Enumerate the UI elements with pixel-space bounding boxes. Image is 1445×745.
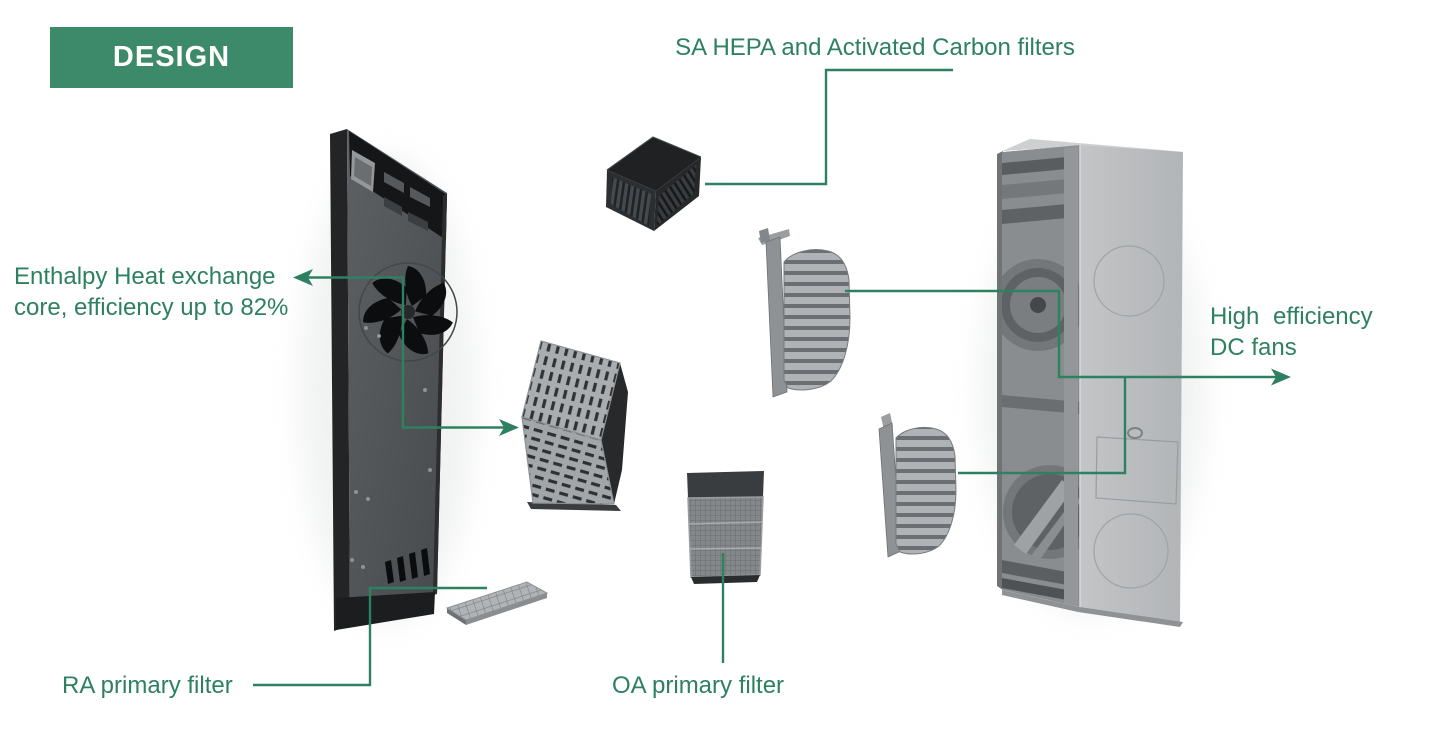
label-dc-fans-line1: High efficiency <box>1210 303 1373 330</box>
ra-primary-filter-illustration <box>445 581 549 625</box>
leader-enthalpy-core <box>293 269 519 436</box>
housing-knockout-top <box>1093 245 1165 317</box>
core-base-shadow <box>527 502 621 511</box>
core-front-face <box>522 417 614 504</box>
housing-left-wall <box>997 151 1003 590</box>
housing-panel-latch <box>1127 427 1143 439</box>
back-panel-illustration <box>330 129 458 631</box>
oa-filter-base <box>691 575 760 584</box>
label-dc-fans: High efficiency DC fans <box>1210 301 1373 363</box>
label-sa-hepa-carbon-filters: SA HEPA and Activated Carbon filters <box>675 34 1075 61</box>
leader-ra-filter <box>253 586 487 687</box>
housing-interior <box>1002 145 1080 607</box>
ra-filter-edge-front <box>466 593 547 625</box>
core-side-face <box>601 363 628 504</box>
design-badge: DESIGN <box>50 27 293 88</box>
oa-filter-frame-lines <box>688 521 763 550</box>
core-top-face <box>522 341 620 440</box>
leader-dc-fans <box>845 289 1291 475</box>
arrowhead-dc-fans <box>1271 368 1291 386</box>
oa-primary-filter-illustration <box>687 471 764 584</box>
fan-top-bracket-tab <box>759 228 770 243</box>
fan-bottom-impeller <box>895 426 957 555</box>
hepa-pleated-media-right <box>657 165 696 226</box>
fan-top-plate <box>765 236 788 398</box>
hepa-carbon-filter-illustration <box>606 136 702 231</box>
panel-handle-inner <box>354 157 372 186</box>
design-badge-label: DESIGN <box>112 41 231 73</box>
main-unit-housing-illustration <box>997 139 1186 627</box>
panel-bottom-vents <box>385 548 430 584</box>
hepa-box-top-face <box>607 137 701 191</box>
exhaust-fan-illustration <box>878 413 957 558</box>
housing-bottom-edge <box>1002 590 1183 627</box>
housing-top-face <box>1002 139 1186 152</box>
heat-exchange-core-illustration <box>521 340 628 511</box>
arrowhead-to-core <box>499 419 519 436</box>
housing-knockout-bottom <box>1093 513 1169 589</box>
label-enthalpy-core: Enthalpy Heat exchange core, efficiency … <box>14 261 288 323</box>
hepa-pleated-media-left <box>611 177 651 226</box>
fan-top-impeller <box>783 249 851 391</box>
panel-top-slots <box>384 172 430 231</box>
back-panel-base <box>336 592 435 630</box>
panel-screws <box>350 326 432 569</box>
supply-fan-illustration <box>758 228 851 398</box>
ra-filter-top <box>447 582 547 620</box>
label-oa-primary-filter: OA primary filter <box>612 672 785 699</box>
leader-sa-hepa <box>705 68 953 186</box>
oa-filter-top-band <box>687 471 764 498</box>
housing-access-panel <box>1095 436 1179 505</box>
label-ra-primary-filter: RA primary filter <box>62 672 233 699</box>
label-enthalpy-line2: core, efficiency up to 82% <box>14 294 289 321</box>
panel-fan-cutout <box>358 262 458 362</box>
back-panel-left-edge <box>330 129 350 631</box>
oa-filter-mesh-body <box>688 497 763 577</box>
ra-filter-edge-left <box>447 608 466 625</box>
back-panel-face <box>347 129 447 625</box>
label-enthalpy-line1: Enthalpy Heat exchange <box>14 263 276 290</box>
arrowhead-to-enthalpy-text <box>293 269 313 286</box>
label-dc-fans-line2: DC fans <box>1210 334 1297 361</box>
